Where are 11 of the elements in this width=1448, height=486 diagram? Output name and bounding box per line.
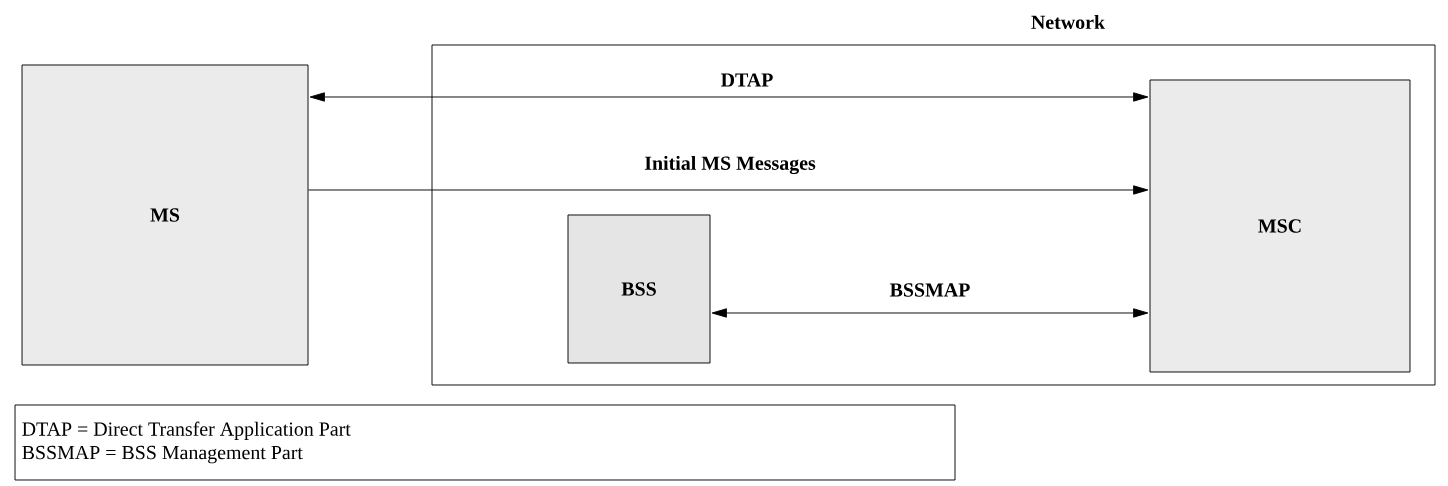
entity-box: MS [21,64,309,366]
arrow [309,92,1149,102]
edge-label: BSSMAP [888,282,972,298]
edge-label: DTAP [719,72,775,88]
legend-box: DTAP = Direct Transfer Application Part BSSMAP = BSS Management Part [14,404,956,481]
edge-label: Initial MS Messages [643,154,817,176]
node-label: Network [1031,14,1106,30]
arrow [711,308,1149,318]
entity-box: BSS [567,214,711,364]
arrow [308,185,1149,195]
entity-box: MSC [1149,79,1411,373]
